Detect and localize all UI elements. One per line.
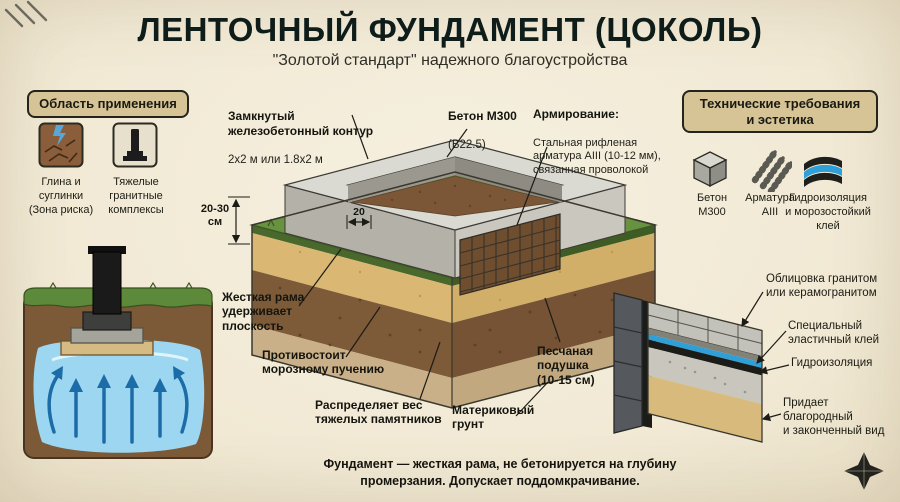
sand-base	[648, 375, 762, 442]
monument-cap	[88, 246, 126, 254]
topsoil-edge-left	[252, 225, 452, 286]
callout-concrete-sub: (В22.5)	[448, 139, 486, 152]
application-item-clay-label: Глина и суглинки (Зона риска)	[28, 176, 94, 216]
callout-frost-resist: Противостоит морозному пучению	[262, 348, 385, 377]
callout-sand-cushion: Песчаная подушка (10-15 см)	[537, 344, 595, 387]
callout-appearance: Придает благородный и законченный вид	[783, 397, 885, 437]
callout-glue: Специальный эластичный клей	[788, 320, 880, 346]
cladding-detail-illustration	[613, 292, 763, 443]
callout-contour-sub: 2х2 м или 1.8х2 м	[228, 153, 323, 166]
callout-reinforcement-title: Армирование:	[533, 107, 619, 122]
measure-annotations	[228, 196, 372, 245]
sand-layer-right	[452, 233, 655, 323]
monument-pedestal	[82, 311, 132, 331]
requirement-concrete-label: Бетон М300	[696, 192, 728, 218]
callout-reinforcement: Армирование: Стальная рифленая арматура …	[533, 93, 673, 191]
sand-layer-left	[252, 233, 452, 323]
rebar-cage	[459, 213, 561, 296]
callout-contour-title: Замкнутый железобетонный контур	[228, 109, 374, 138]
glue-layer	[648, 334, 762, 368]
callout-cladding: Облицовка гранитом или керамогранитом	[766, 273, 878, 299]
ring-inner-wall-left	[348, 157, 455, 203]
brand-logo	[844, 452, 884, 490]
heave-arrows	[47, 366, 189, 444]
inner-soil-speckles	[390, 184, 507, 208]
monument-stele	[92, 251, 122, 315]
cladding-panel	[613, 292, 643, 434]
leader-lines	[298, 114, 790, 422]
concrete-layer	[648, 347, 762, 404]
granite-monument-icon	[112, 122, 158, 168]
membrane-layer	[648, 339, 762, 376]
waterproofing-icon	[804, 156, 842, 187]
concrete-block-icon	[692, 151, 728, 188]
bedrock-layer-left	[252, 325, 452, 408]
inner-soil-fill	[351, 175, 559, 217]
requirement-waterproofing-label: Гидроизоляция и морозостойкий клей	[785, 192, 871, 232]
requirements-panel-header: Технические требования и эстетика	[682, 90, 878, 134]
page-title: ЛЕНТОЧНЫЙ ФУНДАМЕНТ (ЦОКОЛЬ)	[137, 11, 763, 48]
page-subtitle: "Золотой стандарт" надежного благоустрой…	[272, 52, 628, 69]
callout-concrete: Бетон М300 (В22.5)	[448, 95, 538, 167]
ring-inner-wall-right	[455, 157, 562, 203]
frost-heave-illustration	[23, 246, 213, 459]
callout-bedrock: Материковый грунт	[452, 403, 535, 432]
callout-contour: Замкнутый железобетонный контур 2х2 м ил…	[228, 95, 378, 182]
frost-grass-tufts	[49, 281, 193, 289]
bedrock-layer-right	[452, 325, 655, 408]
main-foundation-illustration	[249, 139, 658, 409]
tile-front-edge	[648, 328, 762, 363]
callout-concrete-title: Бетон М300	[448, 109, 517, 124]
sand-speckles	[298, 250, 614, 302]
requirement-rebar-label: Арматура AIII	[745, 192, 795, 218]
callout-waterproofing: Гидроизоляция	[791, 357, 873, 369]
rebar-icon	[751, 148, 792, 192]
footer-note: Фундамент — жесткая рама, не бетонируетс…	[323, 457, 677, 488]
callout-weight: Распределяет вес тяжелых памятников	[315, 398, 442, 427]
clay-soil-icon	[38, 122, 84, 168]
application-item-granite-label: Тяжелые гранитные комплексы	[108, 176, 164, 216]
width-measure-label: 20	[353, 206, 365, 218]
corner-hatch-decoration	[4, 0, 48, 28]
callout-rigid-frame: Жесткая рама удерживает плоскость	[222, 290, 305, 333]
callout-reinforcement-sub: Стальная рифленая арматура AIII (10-12 м…	[533, 137, 661, 176]
height-measure-label: 20-30 см	[200, 203, 230, 228]
application-panel-header: Область применения	[27, 90, 189, 118]
soil-layer-left	[252, 270, 452, 378]
